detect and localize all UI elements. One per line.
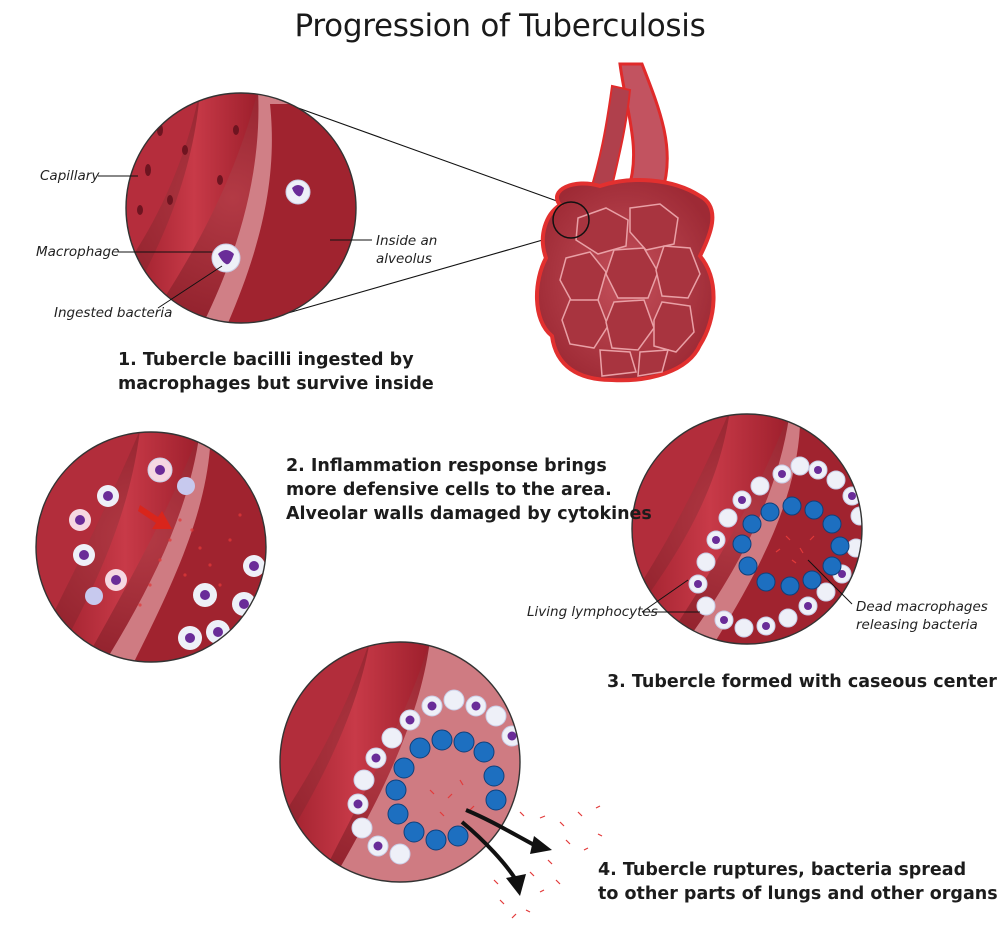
spreading-bacteria [493, 805, 603, 919]
ingested-bacteria-leader-line [157, 265, 223, 309]
macrophage-cell [285, 179, 311, 205]
alveolar-sac-illustration [535, 62, 716, 383]
circle-2-inflammation-view [35, 431, 267, 663]
zoom-region-marker [552, 201, 590, 239]
living-lymphocytes-label: Living lymphocytes [527, 604, 658, 620]
circle-4-rupture-view [279, 641, 521, 883]
circle-3-tubercle-view [631, 413, 863, 645]
step-3-caption: 3. Tubercle formed with caseous center [607, 672, 997, 692]
capillary-label: Capillary [40, 168, 100, 184]
macrophage-label: Macrophage [36, 244, 120, 260]
inside-alveolus-label: Inside an alveolus [376, 233, 438, 267]
ingested-bacteria-label: Ingested bacteria [54, 305, 173, 321]
zoom-connector-top [261, 94, 569, 206]
step-4-caption: 4. Tubercle ruptures, bacteria spread to… [598, 860, 998, 904]
living-lymphocytes-leader-line [641, 579, 689, 613]
zoom-connector-bottom [273, 234, 561, 318]
migration-arrow-icon [138, 505, 172, 529]
circle-1-alveolus-view [125, 92, 357, 324]
macrophage-cell [211, 243, 241, 273]
spread-arrows-icon [460, 808, 552, 896]
dead-macrophages-label: Dead macrophages releasing bacteria [856, 599, 988, 633]
step-2-caption: 2. Inflammation response brings more def… [286, 456, 652, 524]
diagram-title: Progression of Tuberculosis [294, 8, 706, 44]
dead-macrophages-leader-line [807, 559, 853, 605]
step-1-caption: 1. Tubercle bacilli ingested by macropha… [118, 350, 434, 394]
